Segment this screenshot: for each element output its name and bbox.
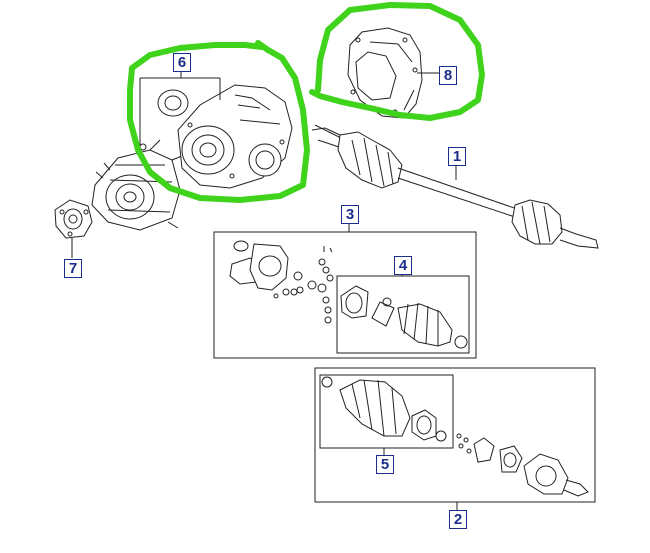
differential-case[interactable] xyxy=(157,84,293,189)
highlight-loop-differential xyxy=(127,40,310,203)
inner-joint-parts[interactable] xyxy=(229,240,334,324)
differential-cover[interactable] xyxy=(347,27,423,119)
callout-7[interactable]: 7 xyxy=(64,259,82,278)
leader-lines xyxy=(71,70,458,510)
highlight-loop-cover xyxy=(309,2,485,121)
kit-box-4 xyxy=(336,275,470,354)
callout-1[interactable]: 1 xyxy=(448,147,466,166)
differential-carrier[interactable] xyxy=(91,139,183,231)
outer-joint-parts[interactable] xyxy=(456,433,589,497)
callout-3[interactable]: 3 xyxy=(341,205,359,224)
boot-kit-parts[interactable] xyxy=(340,285,468,349)
companion-flange[interactable] xyxy=(54,199,93,239)
callout-4[interactable]: 4 xyxy=(394,256,412,275)
half-shaft[interactable] xyxy=(311,124,599,249)
kit-box-5 xyxy=(319,374,454,449)
callout-6[interactable]: 6 xyxy=(173,53,191,72)
callout-8[interactable]: 8 xyxy=(439,66,457,85)
kit-box-3 xyxy=(213,231,477,359)
highlight-marks xyxy=(127,2,485,203)
callout-2[interactable]: 2 xyxy=(449,510,467,529)
callout-5[interactable]: 5 xyxy=(376,455,394,474)
kit-box-2 xyxy=(314,367,596,503)
outer-boot-kit-parts[interactable] xyxy=(321,376,447,442)
